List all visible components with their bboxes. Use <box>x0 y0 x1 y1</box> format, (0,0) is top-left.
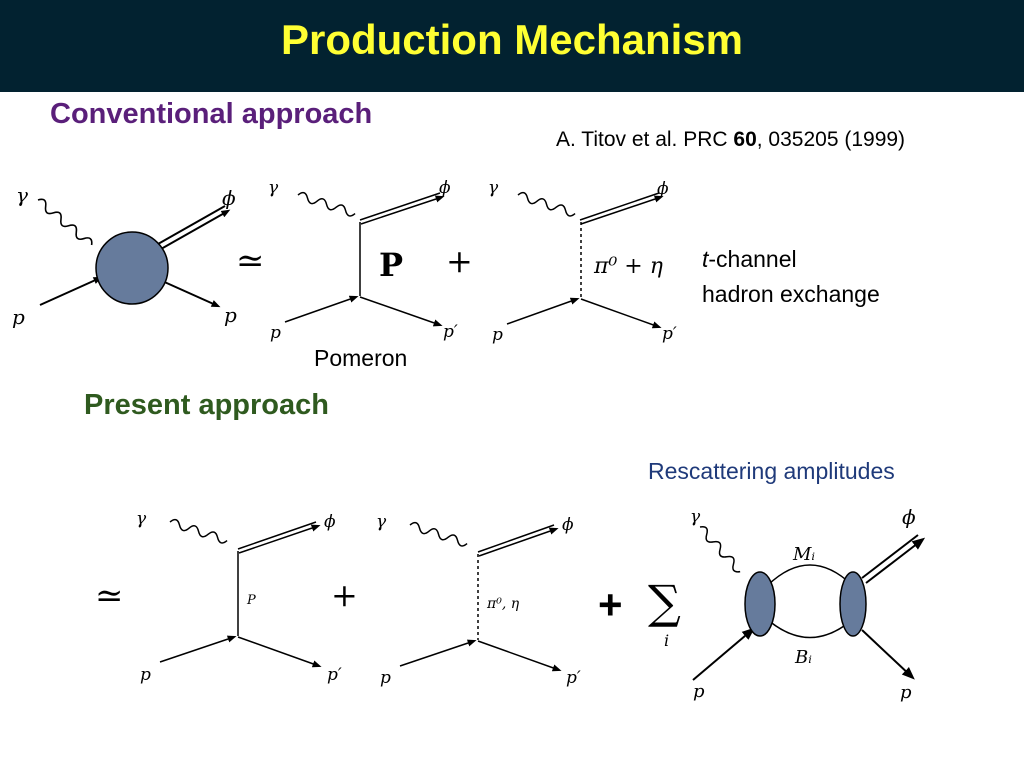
proton-out-line <box>861 629 915 680</box>
meson-exchange-diagram: γ ϕ p p′ π⁰ + η <box>488 178 677 345</box>
diagram-line <box>861 534 919 579</box>
reference-prefix: A. Titov et al. PRC <box>556 128 734 151</box>
t-channel-t: t <box>702 246 709 272</box>
sum-index: i <box>664 631 669 650</box>
p-prime-symbol: p′ <box>443 322 458 342</box>
diagram-line <box>580 195 664 225</box>
p-symbol: p <box>140 665 151 685</box>
diagram-line <box>865 537 926 584</box>
plus-symbol-1: + <box>446 242 473 280</box>
meson-loop-line <box>767 564 853 586</box>
p-prime-symbol: p′ <box>327 665 342 685</box>
gamma-symbol: γ <box>488 178 499 198</box>
photon-line <box>517 191 576 217</box>
proton-out-line <box>159 279 221 308</box>
pomeron-diagram: γ ϕ p p′ P <box>268 178 458 343</box>
phi-line-b <box>160 209 231 250</box>
pomeron-small-symbol: P <box>246 593 256 608</box>
p-out-symbol: p <box>224 303 237 327</box>
slide-title: Production Mechanism <box>280 16 744 63</box>
diagram-line <box>359 192 441 221</box>
p-prime-symbol: p′ <box>662 324 677 344</box>
left-vertex-blob <box>744 571 776 637</box>
plus-bold-symbol: + <box>598 581 623 628</box>
sum-symbol: ∑ <box>648 575 681 629</box>
simeq-symbol-1: ≃ <box>236 241 265 281</box>
phi-symbol: ϕ <box>324 512 336 532</box>
pomeron-label: Pomeron <box>314 345 408 371</box>
phi-symbol: ϕ <box>222 186 236 210</box>
phi-symbol: ϕ <box>439 178 451 198</box>
interaction-blob <box>95 231 169 305</box>
proton-in-line <box>284 295 359 323</box>
photon-line <box>409 521 468 547</box>
rescattering-diagram: γ ϕ Mᵢ Bᵢ p p <box>690 505 926 703</box>
rescattering-label: Rescattering amplitudes <box>648 458 895 484</box>
t-channel-note: t-channel <box>702 246 797 273</box>
gamma-symbol: γ <box>136 509 147 529</box>
gamma-symbol: γ <box>16 183 28 207</box>
p-symbol: p <box>380 668 391 688</box>
p-prime-symbol: p′ <box>566 668 581 688</box>
reference-citation: A. Titov et al. PRC 60, 035205 (1999) <box>556 128 905 152</box>
reference-suffix: , 035205 (1999) <box>756 128 906 151</box>
diagram-line <box>360 195 445 225</box>
photon-line <box>699 526 741 573</box>
baryon-loop-line <box>767 619 853 639</box>
proton-in-line <box>692 627 755 681</box>
p-in-symbol: p <box>693 681 705 702</box>
pomeron-diagram-present: γ ϕ p p′ P <box>136 509 342 685</box>
plus-symbol-2: + <box>331 576 358 614</box>
photon-line <box>169 518 228 544</box>
pi0-eta-small-label: π⁰, η <box>486 596 520 612</box>
diagram-line <box>478 527 559 557</box>
pomeron-bold-symbol: P <box>379 246 403 284</box>
p-in-symbol: p <box>12 305 25 329</box>
t-channel-rest: -channel <box>708 246 797 272</box>
pi0-eta-label: π⁰ + η <box>593 254 663 279</box>
b-i-symbol: Bᵢ <box>794 647 812 668</box>
phi-symbol: ϕ <box>902 505 916 529</box>
proton-out-line <box>580 298 662 329</box>
proton-out-line <box>359 296 443 327</box>
proton-in-line <box>506 297 580 325</box>
phi-symbol: ϕ <box>657 179 669 199</box>
right-vertex-blob <box>839 571 867 637</box>
present-approach-heading: Present approach <box>84 389 329 421</box>
diagram-line <box>477 640 562 672</box>
phi-line-a <box>157 205 226 245</box>
p-symbol: p <box>270 323 281 343</box>
meson-exchange-diagram-present: γ ϕ p p′ π⁰, η <box>376 512 581 688</box>
photon-line <box>297 191 356 217</box>
m-i-symbol: Mᵢ <box>792 544 815 565</box>
title-bar <box>0 0 1024 92</box>
diagram-line <box>159 635 237 663</box>
diagram-line <box>579 192 660 221</box>
gamma-symbol: γ <box>376 512 387 532</box>
p-out-symbol: p <box>900 682 912 703</box>
p-symbol: p <box>492 325 503 345</box>
simeq-symbol-2: ≃ <box>95 576 124 616</box>
proton-in-line <box>39 276 103 306</box>
diagram-line <box>399 639 477 667</box>
blob-diagram: γ ϕ p p <box>12 183 237 329</box>
hadron-exchange-note: hadron exchange <box>702 281 880 307</box>
diagram-line <box>237 636 322 668</box>
diagram-line <box>238 524 321 554</box>
gamma-symbol: γ <box>690 507 701 527</box>
photon-line <box>37 198 93 246</box>
diagram-line <box>237 521 317 550</box>
conventional-approach-heading: Conventional approach <box>50 98 373 130</box>
reference-volume: 60 <box>733 128 757 151</box>
diagram-line <box>477 524 555 553</box>
gamma-symbol: γ <box>268 178 279 198</box>
phi-symbol: ϕ <box>562 515 574 535</box>
